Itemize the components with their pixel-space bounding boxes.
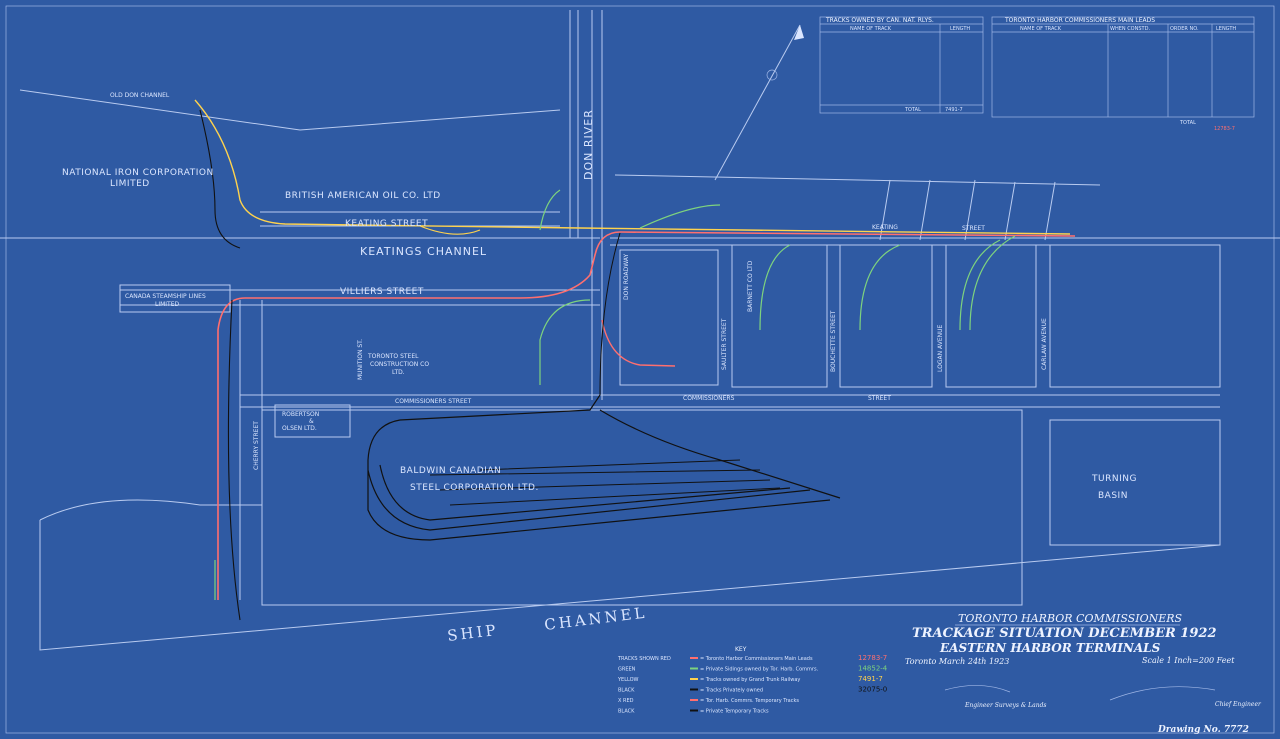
label-saulter-street: SAULTER STREET	[721, 318, 728, 370]
title-org: TORONTO HARBOR COMMISSIONERS	[958, 612, 1183, 625]
table-thc-header-order: ORDER NO.	[1170, 26, 1199, 32]
key-row-desc: = Tor. Harb. Commrs. Temporary Tracks	[700, 698, 799, 704]
label-toronto-steel-1: TORONTO STEEL	[367, 353, 419, 360]
table-cnr-header-length: LENGTH	[950, 26, 970, 32]
key-row-prefix: TRACKS SHOWN RED	[617, 656, 671, 662]
key-title: KEY	[735, 646, 747, 653]
title-drawing-no: Drawing No. 7772	[1157, 725, 1249, 735]
label-national-iron-1: NATIONAL IRON CORPORATION	[62, 168, 214, 178]
label-ship-channel-1: SHIP	[446, 621, 499, 645]
label-ship-channel-2: CHANNEL	[543, 603, 648, 633]
label-canada-steamship-1: CANADA STEAMSHIP LINES	[125, 293, 206, 300]
label-turning-basin-1: TURNING	[1091, 474, 1137, 484]
label-national-iron-2: LIMITED	[110, 179, 150, 189]
key-row: X RED = Tor. Harb. Commrs. Temporary Trac…	[618, 698, 799, 704]
table-cnr-total-value: 7491-7	[945, 107, 963, 113]
table-thc-total-value: 12783-7	[1214, 126, 1235, 132]
key-row-prefix: BLACK	[618, 688, 635, 694]
key-row-value: 32075-0	[858, 686, 887, 694]
key-row: BLACK = Tracks Privately owned 32075-0	[618, 686, 887, 694]
label-robertson-2: &	[309, 418, 314, 425]
title-place-date: Toronto March 24th 1923	[905, 657, 1009, 666]
key-row-desc: = Tracks owned by Grand Trunk Railway	[700, 677, 800, 683]
label-keating-street-west: KEATING STREET	[345, 219, 428, 229]
label-robertson-1: ROBERTSON	[282, 411, 319, 418]
label-toronto-steel-3: LTD.	[392, 369, 405, 376]
area-labels: NATIONAL IRON CORPORATION LIMITED OLD DO…	[62, 92, 1137, 645]
label-don-roadway: DON ROADWAY	[623, 254, 630, 300]
label-cherry-street: CHERRY STREET	[253, 421, 260, 470]
table-cnr-total-label: TOTAL	[904, 107, 921, 113]
label-commissioners-east: COMMISSIONERS	[683, 395, 735, 402]
label-logan-avenue: LOGAN AVENUE	[937, 325, 944, 372]
title-block: TORONTO HARBOR COMMISSIONERS TRACKAGE SI…	[905, 612, 1262, 735]
label-baldwin-2: STEEL CORPORATION LTD.	[410, 483, 539, 493]
label-carlaw-avenue: CARLAW AVENUE	[1041, 318, 1048, 370]
label-villiers-street: VILLIERS STREET	[340, 287, 424, 297]
label-commissioners-west: COMMISSIONERS STREET	[395, 398, 472, 405]
table-thc-header-length: LENGTH	[1216, 26, 1236, 32]
key-row: BLACK = Private Temporary Tracks	[618, 709, 769, 715]
legend-key: KEY	[735, 646, 747, 653]
label-toronto-steel-2: CONSTRUCTION CO	[370, 361, 429, 368]
label-turning-basin-2: BASIN	[1098, 491, 1128, 501]
label-baldwin-1: BALDWIN CANADIAN	[400, 466, 501, 476]
key-row-desc: = Private Temporary Tracks	[700, 709, 769, 715]
key-row-prefix: BLACK	[618, 709, 635, 715]
key-row-prefix: X RED	[618, 698, 634, 704]
key-row-desc: = Private Sidings owned by Tor. Harb. Co…	[700, 667, 819, 673]
title-main: TRACKAGE SITUATION DECEMBER 1922	[912, 626, 1216, 641]
label-old-don-channel: OLD DON CHANNEL	[110, 92, 170, 99]
key-row-value: 12783-7	[858, 654, 887, 662]
table-thc: TORONTO HARBOR COMMISSIONERS MAIN LEADS …	[991, 16, 1255, 132]
street-grid	[0, 10, 1280, 651]
key-row-value: 7491-7	[858, 675, 883, 683]
key-row-desc: = Toronto Harbor Commissioners Main Lead…	[700, 656, 813, 662]
key-row-value: 14852-4	[858, 665, 888, 673]
label-british-american: BRITISH AMERICAN OIL CO. LTD	[285, 191, 441, 201]
north-arrow-icon	[714, 24, 804, 181]
label-street-keating-east: STREET	[962, 225, 985, 232]
key-row: YELLOW = Tracks owned by Grand Trunk Rail…	[617, 675, 883, 683]
key-row-desc: = Tracks Privately owned	[700, 688, 763, 694]
title-sig-left: Engineer Surveys & Lands	[964, 702, 1047, 709]
key-row-prefix: YELLOW	[617, 677, 639, 683]
label-bouchette-street: BOUCHETTE STREET	[830, 310, 837, 372]
label-keatings-channel: KEATINGS CHANNEL	[360, 245, 487, 258]
table-thc-title: TORONTO HARBOR COMMISSIONERS MAIN LEADS	[1004, 17, 1155, 24]
key-row-prefix: GREEN	[618, 667, 636, 673]
title-subtitle: EASTERN HARBOR TERMINALS	[939, 641, 1161, 655]
label-canada-steamship-2: LIMITED	[155, 301, 180, 308]
label-barnett: BARNETT CO LTD	[747, 260, 754, 312]
map-border	[5, 5, 1275, 734]
key-rows: TRACKS SHOWN RED = Toronto Harbor Commiss…	[617, 654, 888, 715]
table-cnr-title: TRACKS OWNED BY CAN. NAT. RLYS.	[825, 17, 934, 24]
title-sig-right: Chief Engineer	[1215, 701, 1262, 708]
table-thc-header-name: NAME OF TRACK	[1020, 26, 1062, 32]
table-cnr-header-name: NAME OF TRACK	[850, 26, 892, 32]
label-keating-east: KEATING	[872, 224, 898, 231]
key-row: TRACKS SHOWN RED = Toronto Harbor Commiss…	[617, 654, 887, 662]
title-scale: Scale 1 Inch=200 Feet	[1142, 656, 1235, 665]
table-thc-total-label: TOTAL	[1179, 120, 1196, 126]
label-don-river: DON RIVER	[582, 109, 595, 180]
table-thc-header-when: WHEN CONSTD.	[1110, 26, 1150, 32]
label-street-east: STREET	[868, 395, 891, 402]
label-robertson-3: OLSEN LTD.	[282, 425, 317, 432]
label-munition-street: MUNITION ST.	[357, 339, 364, 380]
key-row: GREEN = Private Sidings owned by Tor. Har…	[618, 665, 888, 673]
track-lines	[194, 99, 1076, 621]
table-cnr: TRACKS OWNED BY CAN. NAT. RLYS. NAME OF …	[819, 16, 984, 114]
